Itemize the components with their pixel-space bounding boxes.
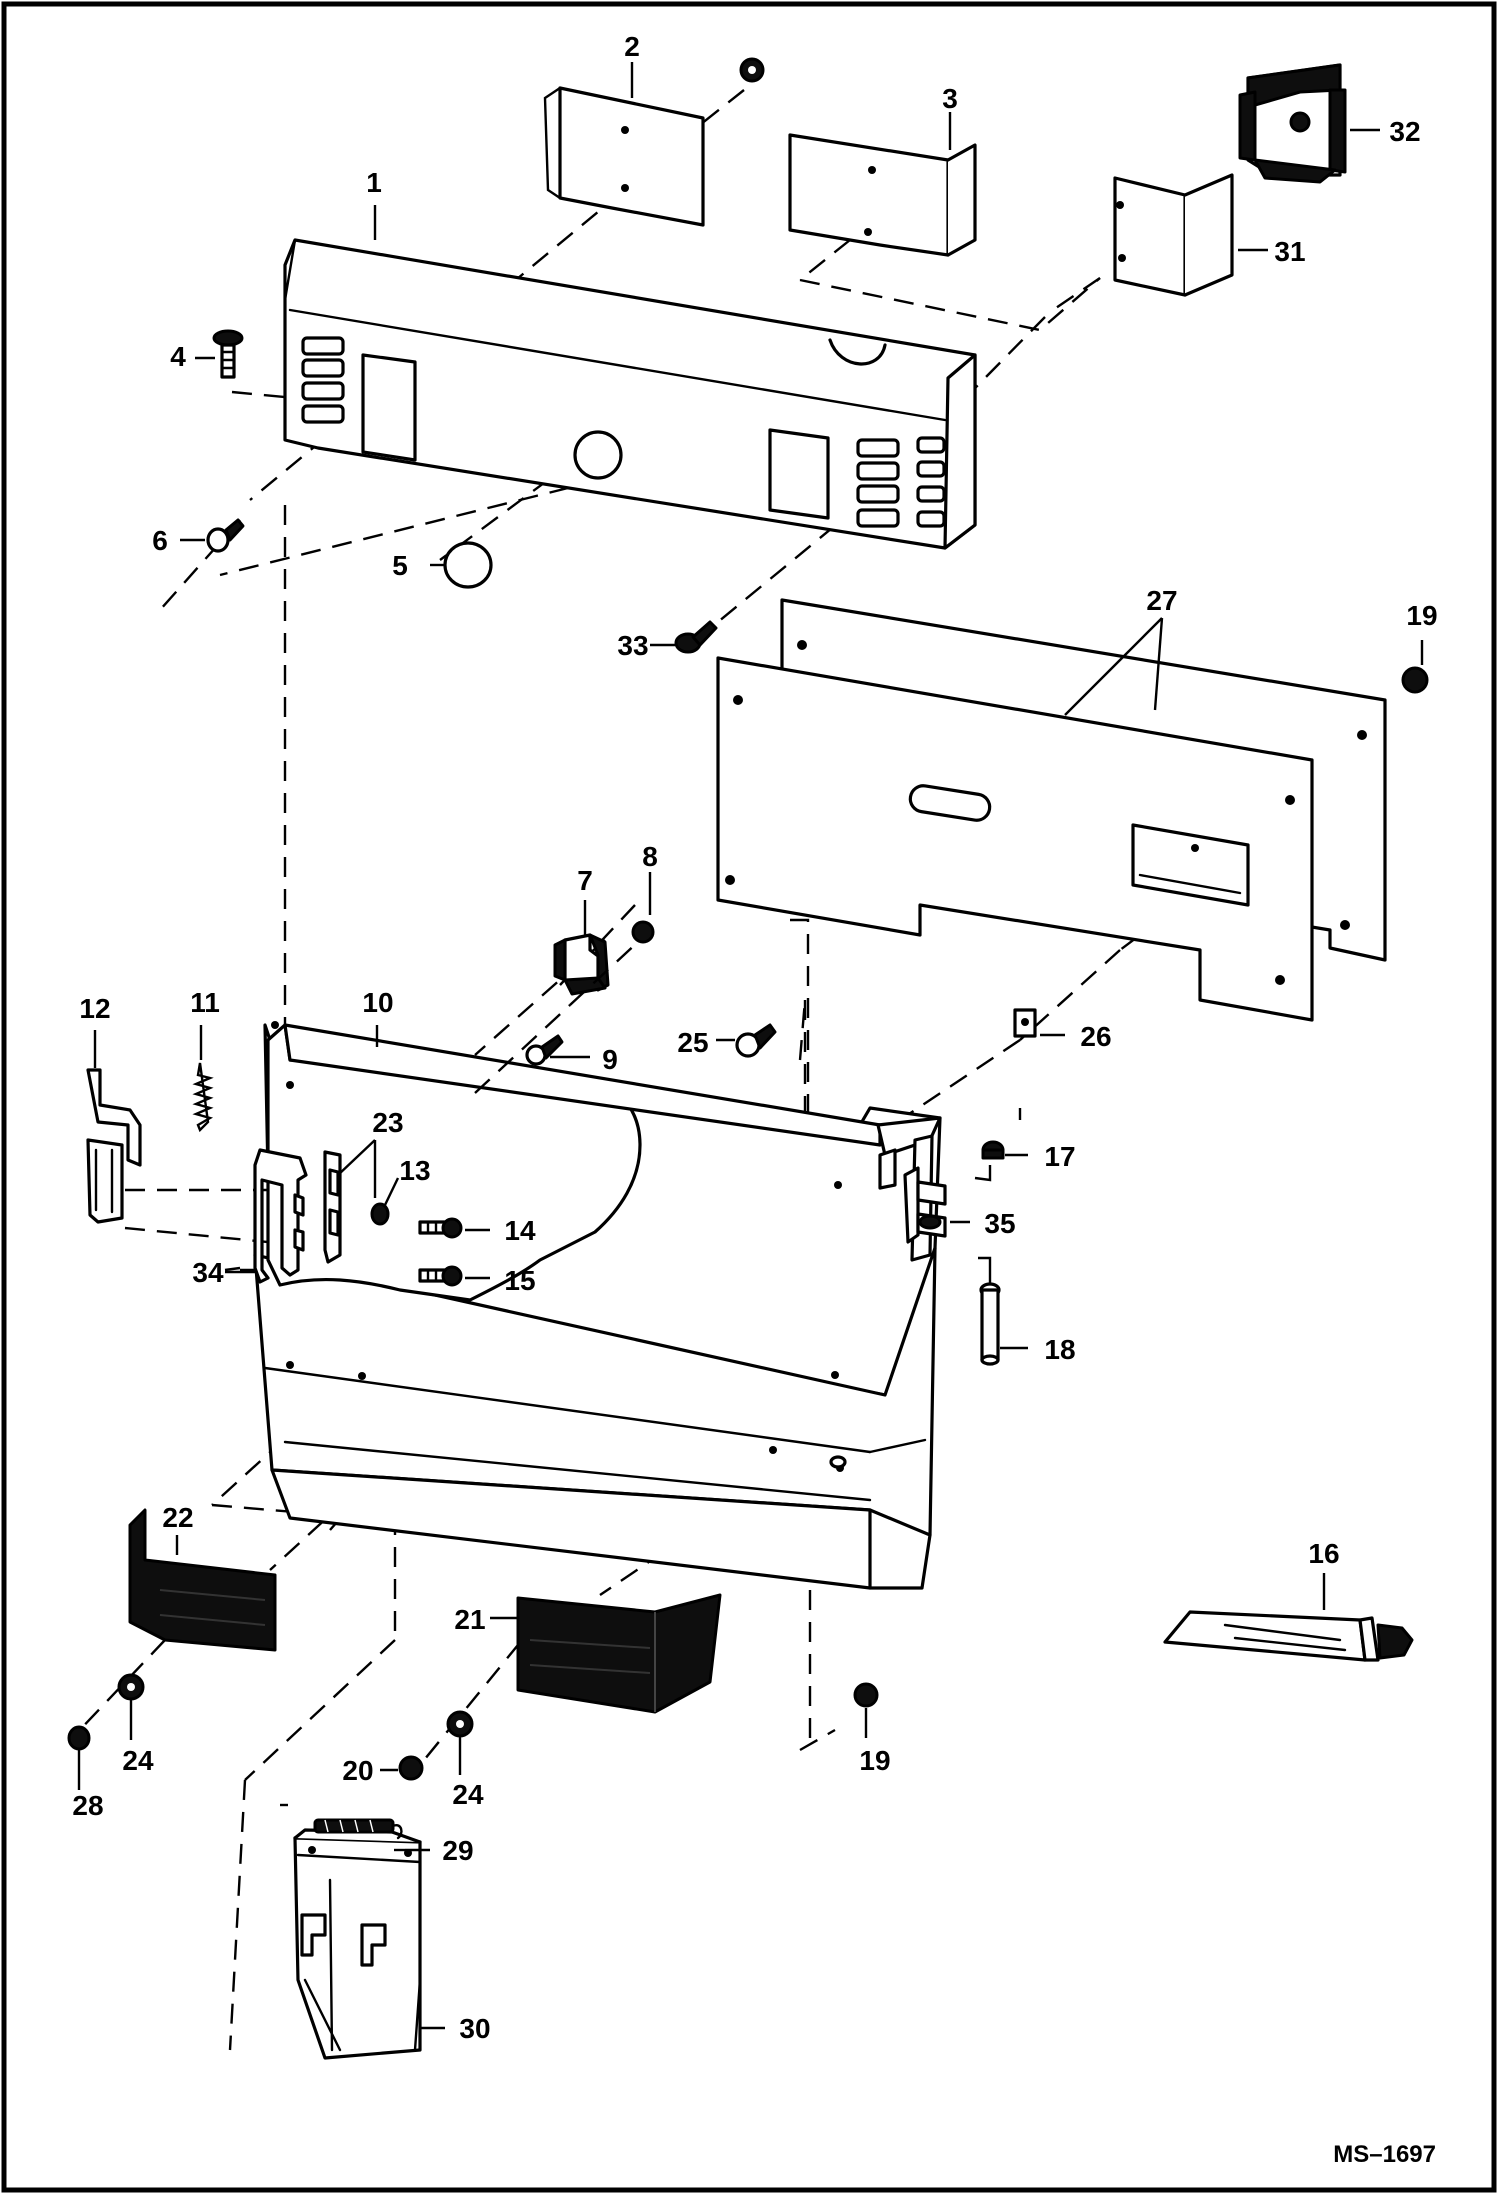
grease-tube-16 <box>1163 1610 1414 1662</box>
dash-8 <box>569 939 641 1006</box>
callout-12: 12 <box>79 993 110 1024</box>
nut-19-bottom <box>853 1682 879 1708</box>
lead-18 <box>978 1256 992 1285</box>
dash-7 <box>474 1004 571 1094</box>
bracket-34 <box>253 1148 308 1284</box>
callout-labels: 1 2 3 4 5 6 7 8 9 10 11 12 13 14 15 16 1… <box>72 31 1437 2044</box>
nut-17 <box>981 1140 1005 1160</box>
callout-13: 13 <box>399 1155 430 1186</box>
screw-25 <box>735 1023 777 1058</box>
callout-19-top: 19 <box>1406 600 1437 631</box>
callout-leaders <box>77 62 1424 2030</box>
lever-12 <box>86 1068 142 1224</box>
bracket-2 <box>543 86 705 227</box>
callout-27: 27 <box>1146 585 1177 616</box>
main-panel-10 <box>253 1021 942 1590</box>
spring-11 <box>192 1062 214 1133</box>
nut-top-2 <box>739 57 765 83</box>
callout-24-left: 24 <box>122 1745 154 1776</box>
bracket-31 <box>1113 173 1234 297</box>
washer-24-right <box>446 1710 474 1738</box>
leader-27 <box>1064 617 1164 716</box>
callout-17: 17 <box>1044 1141 1075 1172</box>
callout-31: 31 <box>1274 236 1305 267</box>
callout-30: 30 <box>459 2013 490 2044</box>
pad-21 <box>516 1593 722 1714</box>
lead-17 <box>974 1165 992 1182</box>
block-32 <box>1238 63 1347 184</box>
callout-19-bottom: 19 <box>859 1745 890 1776</box>
callout-8: 8 <box>642 841 658 872</box>
screw-9 <box>525 1034 564 1066</box>
callout-3: 3 <box>942 83 958 114</box>
callout-4: 4 <box>170 341 186 372</box>
callout-6: 6 <box>152 525 168 556</box>
bolt-14 <box>418 1217 463 1239</box>
bolt-15 <box>418 1265 463 1287</box>
washer-24-left <box>117 1673 145 1701</box>
bracket-30 <box>293 1828 422 2060</box>
clip-26 <box>1013 1008 1037 1038</box>
callout-20: 20 <box>342 1755 373 1786</box>
callout-10: 10 <box>362 987 393 1018</box>
plug-5 <box>443 541 493 589</box>
callout-9: 9 <box>602 1044 618 1075</box>
callout-24-right: 24 <box>452 1779 484 1810</box>
nut-19-top <box>1401 666 1429 694</box>
washer-13 <box>370 1202 390 1226</box>
callout-25: 25 <box>677 1027 708 1058</box>
callout-21: 21 <box>454 1604 485 1635</box>
bolt-20 <box>398 1755 424 1781</box>
callout-29: 29 <box>442 1835 473 1866</box>
callout-7: 7 <box>577 865 593 896</box>
pin-18 <box>979 1282 1001 1366</box>
nut-8 <box>631 920 655 944</box>
latch-7 <box>553 933 610 996</box>
bolt-28 <box>67 1725 91 1751</box>
callout-35: 35 <box>984 1208 1015 1239</box>
callout-22: 22 <box>162 1502 193 1533</box>
bracket-23 <box>323 1150 342 1264</box>
leader-23 <box>337 1139 377 1198</box>
callout-26: 26 <box>1080 1021 1111 1052</box>
callout-11: 11 <box>190 987 220 1018</box>
dash-4 <box>231 390 296 400</box>
bracket-3 <box>788 133 977 257</box>
callout-28: 28 <box>72 1790 103 1821</box>
callout-5: 5 <box>392 550 408 581</box>
top-cover-1 <box>283 238 977 550</box>
callout-16: 16 <box>1308 1538 1339 1569</box>
bolt-4 <box>212 329 244 379</box>
callout-1: 1 <box>366 167 382 198</box>
callout-33: 33 <box>617 630 648 661</box>
figure-reference: MS–1697 <box>1333 2141 1436 2168</box>
callout-34: 34 <box>192 1257 224 1288</box>
pad-22 <box>128 1508 277 1652</box>
spring-29 <box>313 1818 403 1840</box>
callout-15: 15 <box>504 1265 535 1296</box>
callout-23: 23 <box>372 1107 403 1138</box>
screw-6 <box>206 518 245 553</box>
callout-18: 18 <box>1044 1334 1075 1365</box>
callout-32: 32 <box>1389 116 1420 147</box>
rear-panel-27 <box>716 598 1387 1022</box>
hinge-35 <box>903 1166 947 1244</box>
callout-14: 14 <box>504 1215 536 1246</box>
callout-2: 2 <box>624 31 640 62</box>
bolt-33 <box>674 620 718 654</box>
